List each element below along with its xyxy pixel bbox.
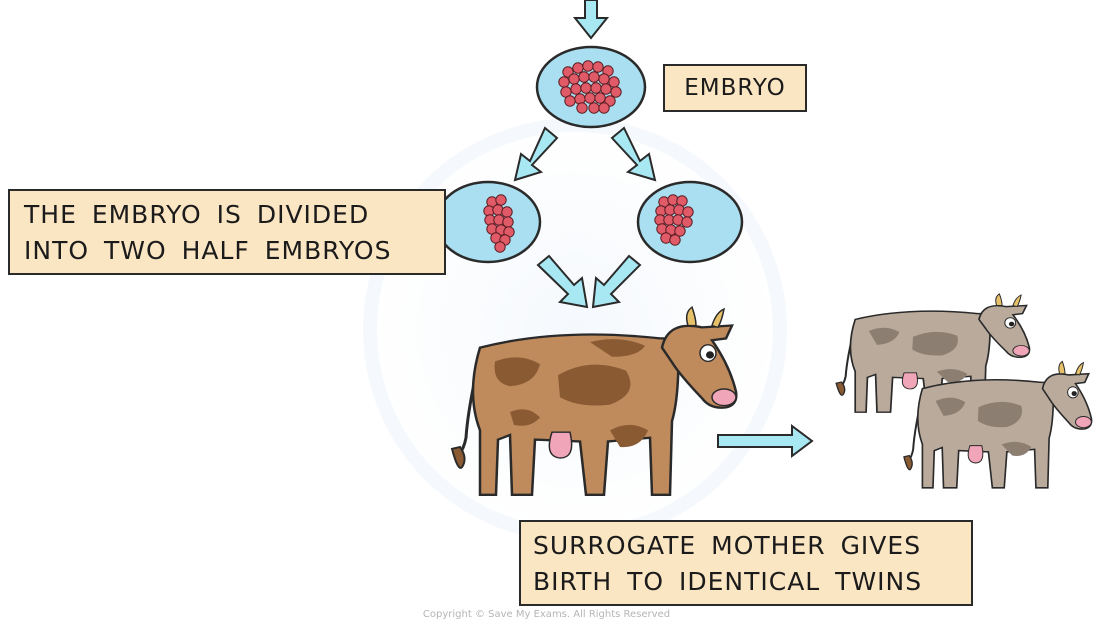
down-arrow-icon xyxy=(575,0,607,38)
surrogate-mother-label: SURROGATE MOTHER GIVES BIRTH TO IDENTICA… xyxy=(519,520,973,606)
embryo-divided-label-line2: INTO TWO HALF EMBRYOS xyxy=(24,233,444,269)
surrogate-mother-label-line2: BIRTH TO IDENTICAL TWINS xyxy=(533,564,971,600)
surrogate-mother-label-line1: SURROGATE MOTHER GIVES xyxy=(533,528,971,564)
embryo-label: EMBRYO xyxy=(663,64,807,112)
embryo-dish xyxy=(537,47,645,127)
copyright-notice: Copyright © Save My Exams. All Rights Re… xyxy=(0,609,1093,620)
half-embryo-dish-right xyxy=(638,182,742,262)
half-embryo-dish-left xyxy=(436,182,540,262)
embryo-divided-label: THE EMBRYO IS DIVIDED INTO TWO HALF EMBR… xyxy=(8,189,446,275)
embryo-divided-label-line1: THE EMBRYO IS DIVIDED xyxy=(24,197,444,233)
